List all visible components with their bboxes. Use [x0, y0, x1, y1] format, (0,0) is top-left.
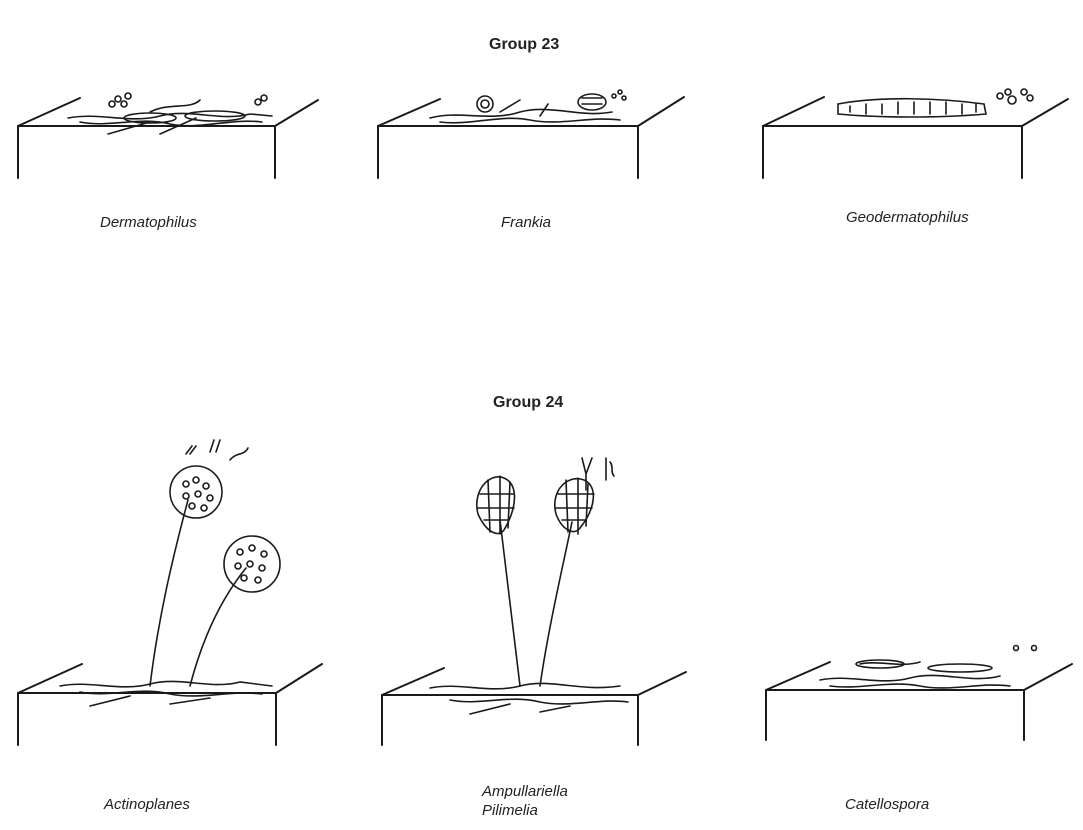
dermatophilus-growth [68, 93, 272, 134]
genus-label-pilimelia: Pilimelia [482, 802, 538, 819]
genus-label-ampullariella: Ampullariella [482, 783, 568, 800]
genus-label-dermatophilus: Dermatophilus [100, 214, 197, 231]
catellospora-growth [820, 646, 1037, 688]
genus-label-geodermatophilus: Geodermatophilus [846, 209, 969, 226]
ampullariella-growth [430, 458, 628, 714]
group-23-title: Group 23 [489, 36, 559, 54]
actinoplanes-growth [60, 440, 280, 706]
block-geodermatophilus [763, 97, 1068, 178]
block-frankia [378, 97, 684, 178]
frankia-growth [430, 90, 626, 123]
genus-label-catellospora: Catellospora [845, 796, 929, 813]
genus-label-frankia: Frankia [501, 214, 551, 231]
genus-label-actinoplanes: Actinoplanes [104, 796, 190, 813]
block-dermatophilus [18, 98, 318, 178]
block-ampullariella [382, 668, 686, 745]
group-24-title: Group 24 [493, 394, 563, 412]
block-catellospora [766, 662, 1072, 740]
geodermatophilus-growth [838, 89, 1033, 117]
